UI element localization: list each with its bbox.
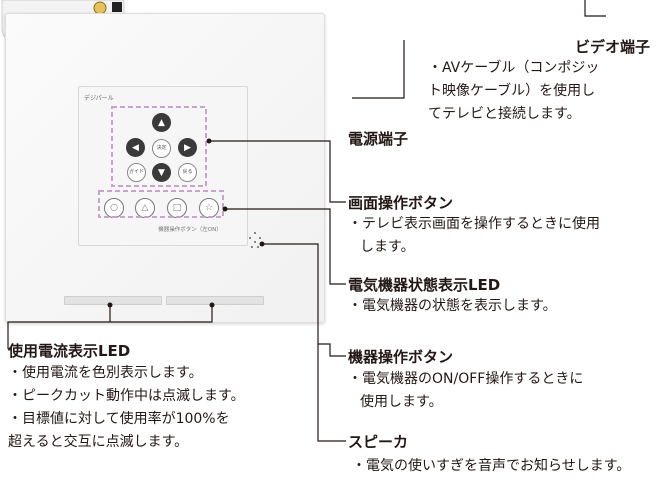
- left-button[interactable]: ◀: [126, 138, 145, 157]
- current-led-line-2: ・ピークカット動作中は点滅します。: [8, 388, 245, 404]
- device-buttons-line-1: ・電気機器のON/OFF操作するときに: [348, 371, 584, 387]
- device-buttons-heading: 機器操作ボタン: [348, 348, 454, 366]
- up-button[interactable]: ▲: [152, 113, 171, 132]
- guide-button[interactable]: ガイド: [127, 163, 146, 182]
- speaker-grille: [248, 232, 262, 250]
- triangle-icon: △: [141, 203, 149, 213]
- status-led-heading: 電気機器状態表示LED: [348, 276, 501, 294]
- video-terminal-line-2: ト映像ケーブル）を使用し: [428, 83, 596, 99]
- right-button[interactable]: ▶: [178, 138, 197, 157]
- current-led-line-1: ・使用電流を色別表示します。: [8, 365, 203, 381]
- device-buttons-line-2: 使用します。: [360, 394, 443, 410]
- status-led-line-1: ・電気機器の状態を表示します。: [348, 298, 557, 314]
- down-arrow-icon: ▼: [158, 167, 165, 178]
- current-led-left: [64, 296, 162, 305]
- ok-button[interactable]: 決定: [152, 139, 171, 158]
- back-button[interactable]: 戻る: [178, 163, 197, 182]
- brand-logo: デジパール: [84, 95, 114, 102]
- current-led-right: [166, 296, 264, 305]
- circle-icon: ○: [110, 203, 118, 213]
- screen-buttons-heading: 画面操作ボタン: [348, 194, 454, 212]
- device-button-frame: [98, 190, 224, 218]
- video-terminal-line-1: ・AVケーブル（コンポジッ: [428, 60, 600, 76]
- star-icon: ☆: [204, 203, 214, 213]
- speaker-line-1: ・電気の使いすぎを音声でお知らせします。: [352, 458, 631, 474]
- video-terminal-line-3: てテレビと接続します。: [428, 106, 581, 122]
- video-terminal-heading: ビデオ端子: [575, 38, 651, 56]
- current-led-heading: 使用電流表示LED: [8, 342, 131, 360]
- square-icon: □: [172, 203, 182, 213]
- speaker-heading: スピーカ: [348, 433, 409, 451]
- current-led-line-4: 超えると交互に点滅します。: [8, 434, 189, 450]
- screen-button-frame: [111, 106, 207, 187]
- up-arrow-icon: ▲: [158, 117, 165, 128]
- down-button[interactable]: ▼: [152, 163, 171, 182]
- screen-buttons-line-2: します。: [360, 239, 415, 255]
- right-arrow-icon: ▶: [184, 142, 191, 153]
- current-led-line-3: ・目標値に対して使用率が100%を: [8, 411, 230, 427]
- left-arrow-icon: ◀: [132, 142, 139, 153]
- device-button-caption: 機器操作ボタン（左ON）: [158, 227, 222, 233]
- power-terminal-heading: 電源端子: [348, 130, 409, 148]
- screen-buttons-line-1: ・テレビ表示画面を操作するときに使用: [348, 216, 600, 232]
